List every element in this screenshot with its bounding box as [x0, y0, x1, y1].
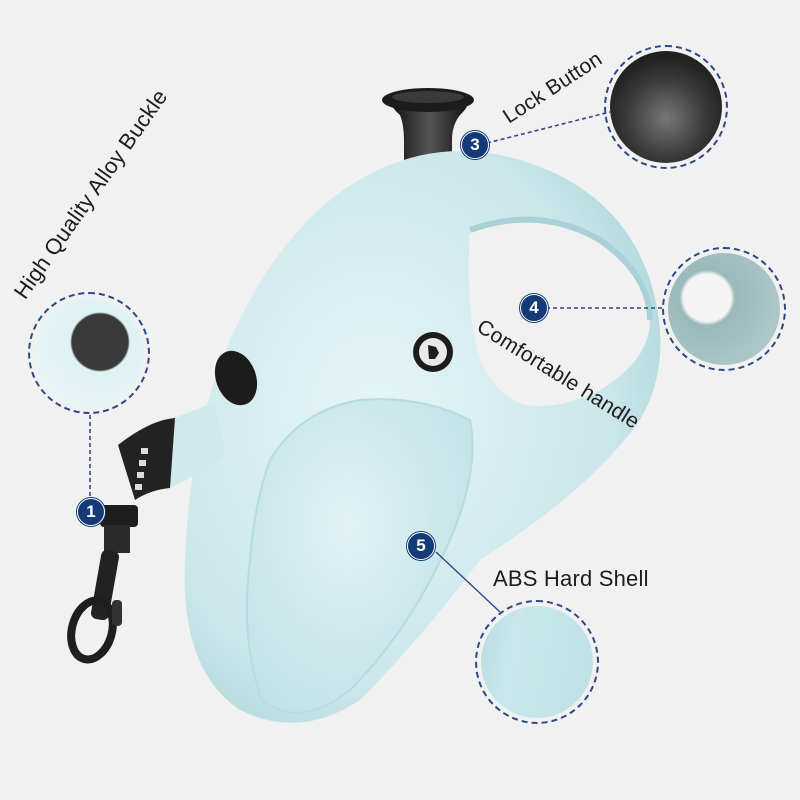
- badge-number: 4: [529, 298, 539, 317]
- callout-badge-4: 4: [520, 294, 548, 322]
- label-abs-hard-shell: ABS Hard Shell: [493, 566, 649, 591]
- shell-detail-circle: [475, 600, 599, 724]
- callout-badge-1: 1: [77, 498, 105, 526]
- handle-detail-circle: [662, 247, 786, 371]
- badge-number: 3: [470, 135, 480, 154]
- badge-number: 5: [416, 536, 426, 555]
- lock-button-detail-circle: [604, 45, 728, 169]
- badge-number: 1: [86, 502, 96, 521]
- callout-badge-3: 3: [461, 131, 489, 159]
- callout-badge-5: 5: [407, 532, 435, 560]
- buckle-detail-circle: [28, 292, 150, 414]
